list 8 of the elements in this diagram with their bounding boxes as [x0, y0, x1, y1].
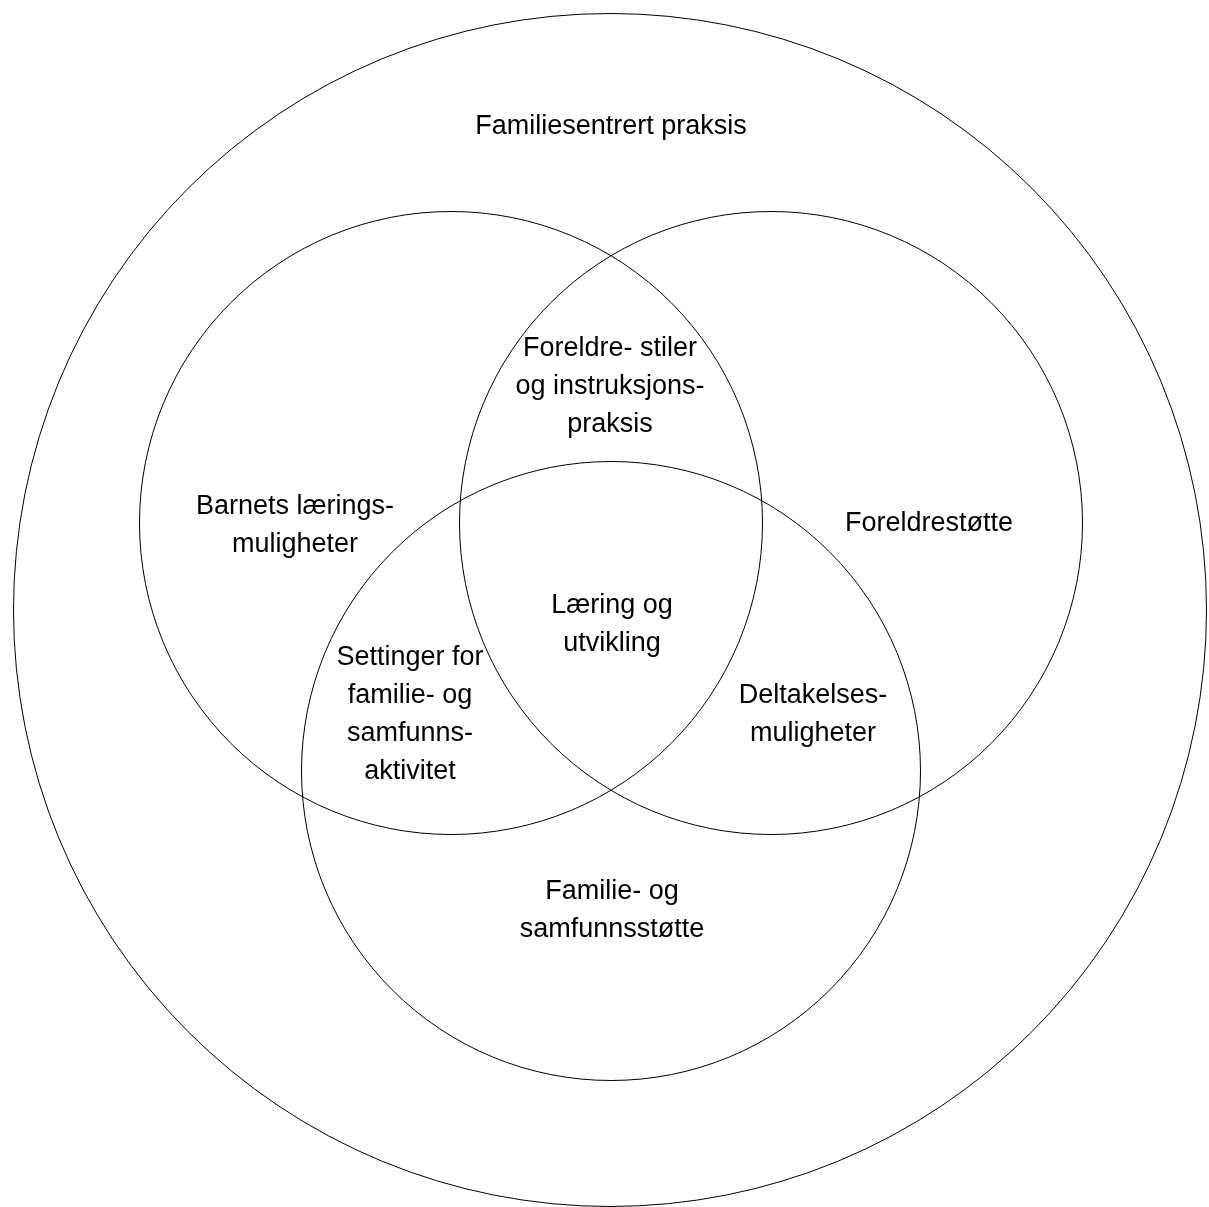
- region-label: Foreldre- stiler og instruksjons- praksis: [515, 331, 705, 440]
- region-label: Settinger for familie- og samfunns- aktivitet: [335, 640, 485, 787]
- circle-label: Foreldrestøtte: [843, 506, 1015, 539]
- circle-label: Barnets lærings- muligheter: [194, 489, 396, 560]
- region-label: Deltakelses- muligheter: [737, 678, 889, 749]
- region-label: Læring og utvikling: [550, 588, 674, 659]
- circle-label: Familiesentrert praksis: [474, 109, 748, 142]
- circle-label: Familie- og samfunnsstøtte: [518, 874, 706, 945]
